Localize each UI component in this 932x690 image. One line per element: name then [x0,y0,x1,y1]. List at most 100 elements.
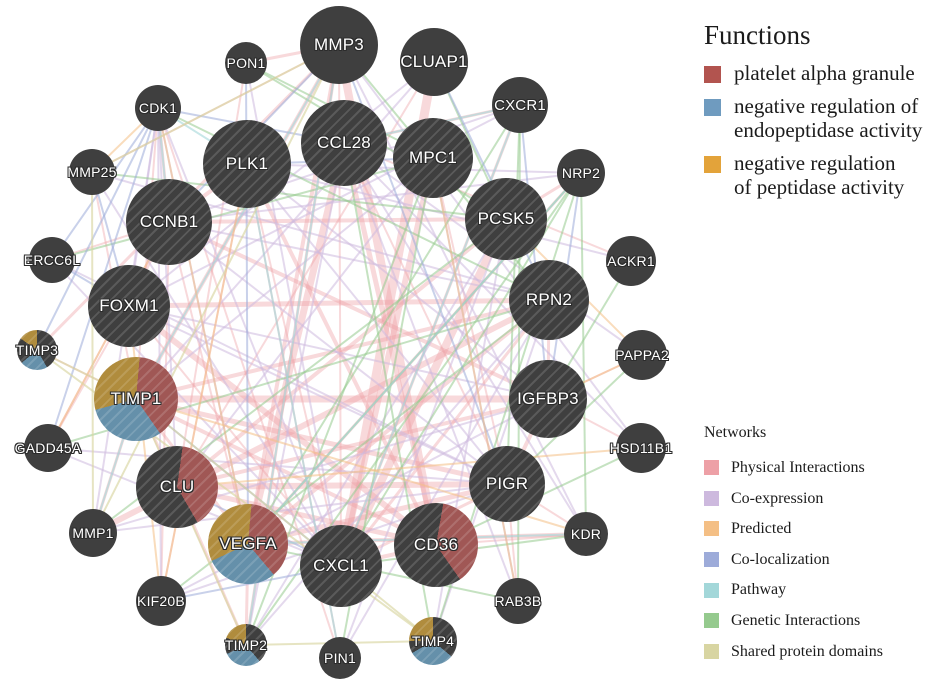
node-TIMP4[interactable]: TIMP4 [409,617,457,665]
edge-CXCL1-RPN2 [339,299,551,567]
node-PAPPA2[interactable]: PAPPA2 [615,330,669,380]
edge-VEGFA-RPN2 [246,298,551,546]
legend-label: Predicted [731,520,792,538]
legend-item: Predicted [704,520,932,538]
node-CCNB1[interactable]: CCNB1 [126,179,212,265]
edge-MMP3-TIMP1 [135,44,340,400]
node-MMP3[interactable]: MMP3 [300,6,378,84]
functions-legend-title: Functions [704,20,811,50]
node-label: PIGR [485,474,529,493]
node-PCSK5[interactable]: PCSK5 [465,178,547,260]
node-label: KDR [570,526,602,542]
legend-swatch [704,98,721,116]
legend-item: Shared protein domains [704,643,932,661]
edge-MMP1-MMP25 [91,171,94,534]
node-VEGFA[interactable]: VEGFA [208,504,288,584]
node-IGFBP3[interactable]: IGFBP3 [509,360,587,438]
legend-item: Pathway [704,581,932,599]
node-TIMP1[interactable]: TIMP1 [94,357,178,441]
node-ACKR1[interactable]: ACKR1 [606,236,656,286]
node-KDR[interactable]: KDR [564,512,608,556]
node-label: VEGFA [219,534,277,553]
node-CDK1[interactable]: CDK1 [135,85,181,131]
legend-label: Co-localization [731,550,830,568]
node-label: CCNB1 [139,212,199,231]
edge-GADD45A-PIGR [47,447,508,485]
edge-CLU-CD36 [176,484,437,548]
legend-label: Physical Interactions [731,459,865,476]
edge-MMP3-MMP1 [92,44,340,534]
node-MMP1[interactable]: MMP1 [69,509,117,557]
node-NRP2[interactable]: NRP2 [557,149,605,197]
node-MPC1[interactable]: MPC1 [393,118,473,198]
edge-TIMP1-TIMP4 [135,398,434,642]
node-CXCL1[interactable]: CXCL1 [300,525,382,607]
legend-label: Co-expression [731,489,824,507]
node-ERCC6L[interactable]: ERCC6L [24,237,80,283]
networks-legend-title: Networks [704,424,767,441]
node-label: MMP1 [72,525,114,541]
node-CD36[interactable]: CD36 [394,503,478,587]
node-label: TIMP4 [411,633,455,649]
node-CLU[interactable]: CLU [136,446,218,528]
node-label: TIMP3 [15,342,59,358]
legend-label: Genetic Interactions [731,611,861,629]
legend-swatch [704,155,721,173]
node-label: CCL28 [317,133,371,152]
node-PIGR[interactable]: PIGR [469,446,545,522]
node-label: PON1 [226,55,266,71]
edge-PLK1-CXCL1 [246,163,342,567]
node-TIMP3[interactable]: TIMP3 [15,330,59,370]
node-label: KIF20B [137,593,185,609]
edge-CCL28-PIGR [343,142,508,485]
node-GADD45A[interactable]: GADD45A [15,424,81,472]
node-label: GADD45A [14,440,82,456]
legend-swatch [704,490,719,506]
edge-MPC1-CLU [176,157,434,488]
node-label: CLU [159,477,195,496]
node-label: PAPPA2 [615,347,669,363]
node-CLUAP1[interactable]: CLUAP1 [400,28,468,96]
node-label: ACKR1 [607,253,655,269]
legend-swatch [704,613,719,629]
legend-item: Co-expression [704,490,932,508]
node-MMP25[interactable]: MMP25 [67,149,116,195]
node-PLK1[interactable]: PLK1 [203,120,291,208]
node-RPN2[interactable]: RPN2 [509,260,589,340]
legend-label: Pathway [731,581,787,599]
edge-CXCR1-IGFBP3 [519,104,549,400]
legend-swatch [704,582,719,598]
edge-MPC1-RAB3B [432,157,519,602]
node-CXCR1[interactable]: CXCR1 [492,77,548,133]
edge-CLU-PIGR [176,481,508,490]
edge-CLU-HSD11B1 [176,447,642,488]
node-PIN1[interactable]: PIN1 [319,637,361,679]
edge-CLUAP1-TIMP1 [135,61,435,400]
edge-KDR-CCL28 [343,142,587,535]
node-label: HSD11B1 [609,440,673,456]
node-label: RAB3B [494,593,542,609]
legend-label: Shared protein domains [731,642,883,660]
node-label: IGFBP3 [517,389,579,408]
node-HSD11B1[interactable]: HSD11B1 [610,423,672,473]
node-RAB3B[interactable]: RAB3B [495,578,541,624]
node-label: TIMP1 [110,389,162,408]
node-KIF20B[interactable]: KIF20B [136,576,186,626]
edge-FOXM1-KIF20B [128,305,162,602]
node-PON1[interactable]: PON1 [225,42,267,84]
node-CCL28[interactable]: CCL28 [301,100,387,186]
legend-swatch [704,552,719,568]
edge-PLK1-KIF20B [160,163,248,602]
edge-RAB3B-VEGFA [247,543,519,602]
node-label: NRP2 [561,165,601,181]
node-TIMP2[interactable]: TIMP2 [225,624,267,666]
legend-item: Genetic Interactions [704,612,932,630]
edge-ACKR1-PLK1 [246,163,632,262]
node-FOXM1[interactable]: FOXM1 [88,265,170,347]
